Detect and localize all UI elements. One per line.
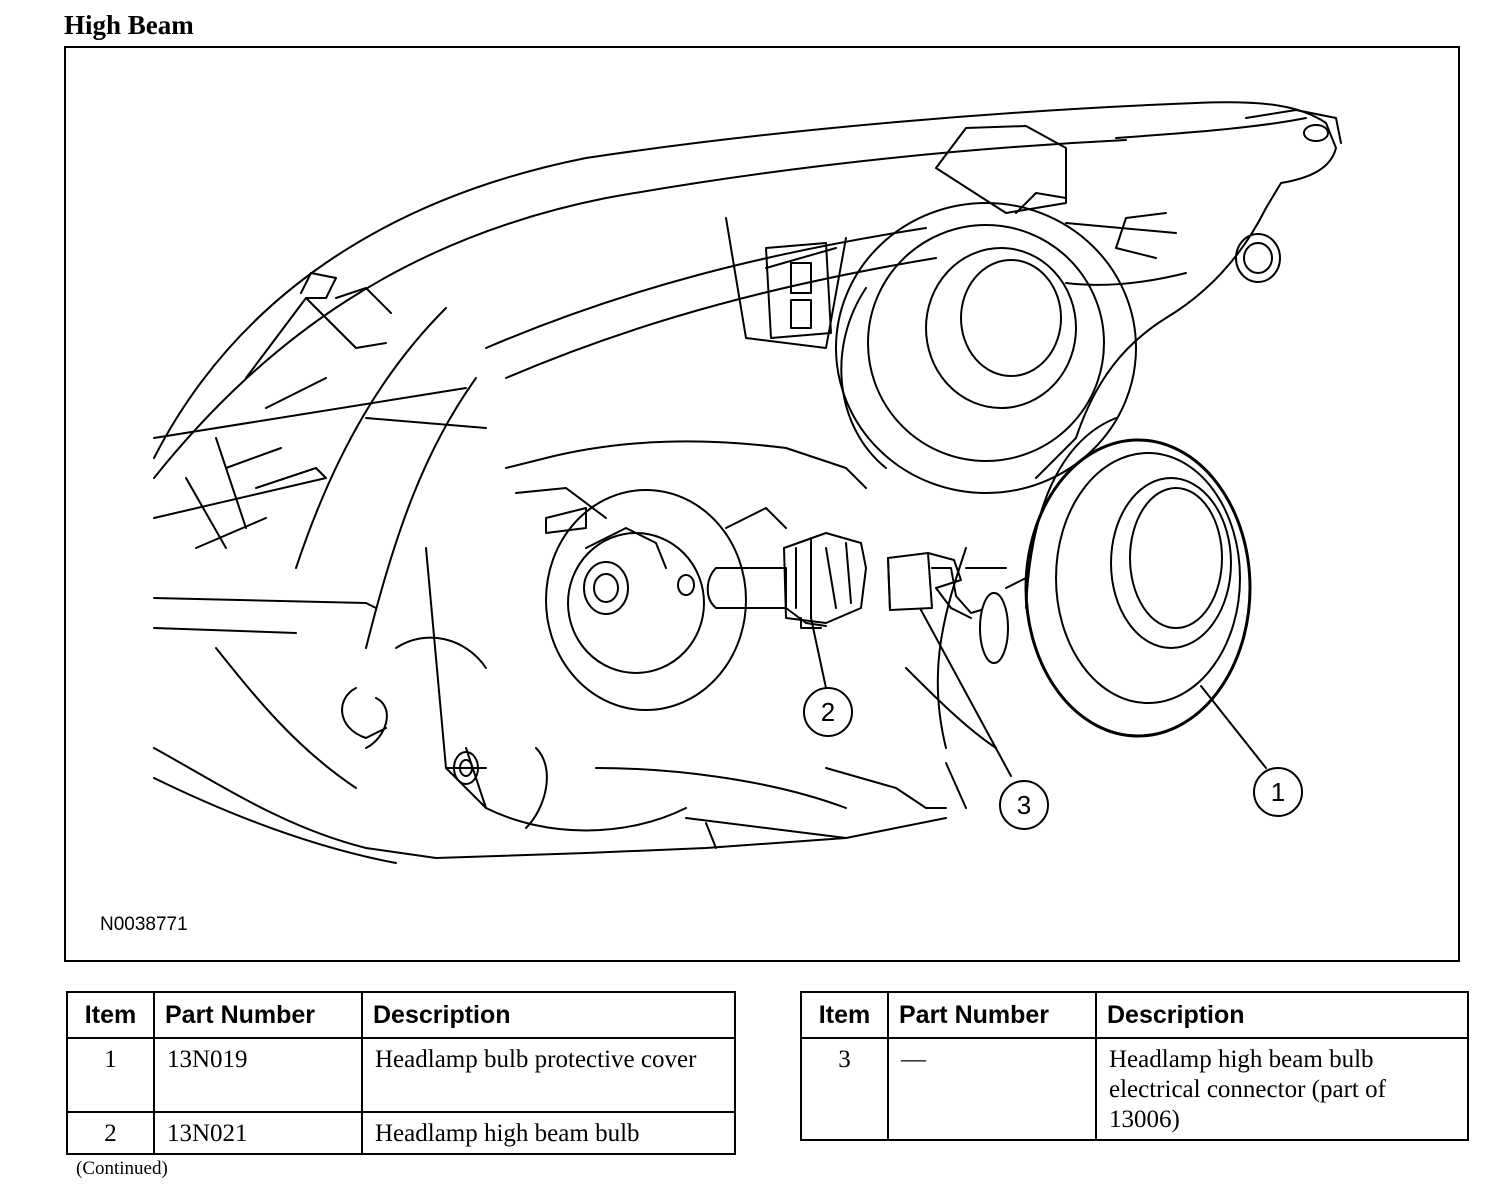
column-header-description: Description [361,991,736,1039]
callout-3-label: 3 [1017,790,1031,820]
protective-cover [1024,417,1252,738]
cell-description: Headlamp high beam bulb electrical conne… [1095,1037,1469,1141]
parts-table-right: Item Part Number Description 3 — Headlam… [800,991,1469,1141]
column-header-part-number: Part Number [887,991,1097,1039]
table-row: 2 13N021 Headlamp high beam bulb [66,1111,736,1155]
figure-frame: 1 2 3 N0038771 [64,46,1460,962]
table-row: 1 13N019 Headlamp bulb protective cover [66,1037,736,1113]
parts-table-left: Item Part Number Description 1 13N019 He… [66,991,736,1155]
bulb-connector [887,552,982,619]
callout-1-label: 1 [1271,777,1285,807]
column-header-description: Description [1095,991,1469,1039]
headlamp-diagram: 1 2 3 [153,101,1342,864]
callout-2: 2 [803,687,853,737]
cell-description: Headlamp high beam bulb [361,1111,736,1155]
upper-reflector [765,202,1137,494]
column-header-item: Item [66,991,155,1039]
section-title: High Beam [64,10,194,40]
cell-part-number: — [887,1037,1097,1141]
column-header-item: Item [800,991,889,1039]
mounting-fins [153,272,487,634]
headlamp-housing [153,101,1342,864]
cell-part-number: 13N021 [153,1111,363,1155]
cell-part-number: 13N019 [153,1037,363,1113]
callout-leaders [810,609,1267,777]
cell-item: 3 [800,1037,889,1141]
table-row: 3 — Headlamp high beam bulb electrical c… [800,1037,1469,1141]
cell-description: Headlamp bulb protective cover [361,1037,736,1113]
column-header-part-number: Part Number [153,991,363,1039]
lower-reflector [341,440,1027,849]
callout-1: 1 [1253,767,1303,817]
continued-note: (Continued) [76,1158,168,1179]
high-beam-bulb [706,532,867,629]
callout-2-label: 2 [821,697,835,727]
cell-item: 2 [66,1111,155,1155]
figure-id: N0038771 [100,914,188,935]
callout-3: 3 [999,780,1049,830]
table-header-row: Item Part Number Description [800,991,1469,1039]
cell-item: 1 [66,1037,155,1113]
table-header-row: Item Part Number Description [66,991,736,1039]
